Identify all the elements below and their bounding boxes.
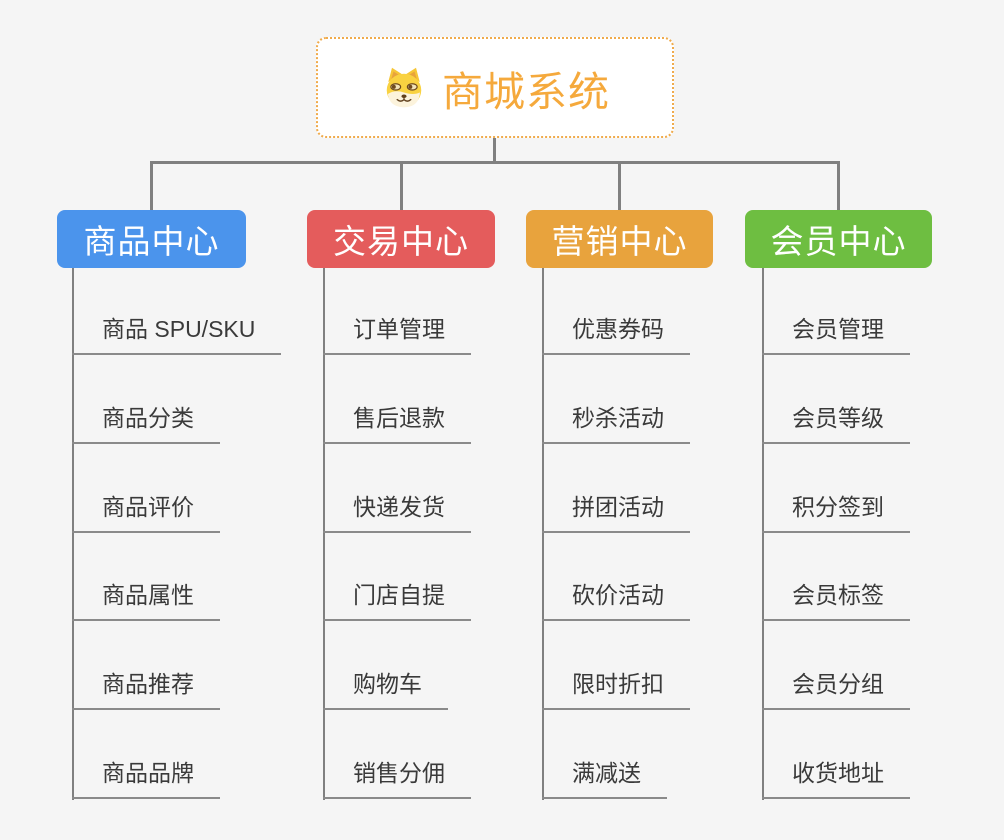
leaf-label: 会员等级: [762, 403, 910, 444]
leaf-label: 优惠券码: [542, 314, 690, 355]
dog-face-icon: [386, 67, 422, 107]
leaf-topic[interactable]: 销售分佣: [323, 758, 471, 799]
branch-node-product-center[interactable]: 商品中心: [57, 210, 246, 268]
leaf-label: 会员分组: [762, 669, 910, 710]
leaf-label: 商品品牌: [72, 758, 220, 799]
leaf-label: 商品分类: [72, 403, 220, 444]
leaf-topic[interactable]: 商品推荐: [72, 669, 220, 710]
leaf-topic[interactable]: 快递发货: [323, 492, 471, 533]
leaf-topic[interactable]: 会员标签: [762, 580, 910, 621]
leaf-label: 限时折扣: [542, 669, 690, 710]
leaf-label: 收货地址: [762, 758, 910, 799]
leaf-label: 售后退款: [323, 403, 471, 444]
leaf-label: 积分签到: [762, 492, 910, 533]
connector-branch-stub-2: [400, 161, 403, 210]
leaf-label: 商品属性: [72, 580, 220, 621]
leaf-label: 订单管理: [323, 314, 471, 355]
leaf-label: 拼团活动: [542, 492, 690, 533]
leaf-topic[interactable]: 砍价活动: [542, 580, 690, 621]
branch-node-member-center[interactable]: 会员中心: [745, 210, 932, 268]
leaf-label: 会员管理: [762, 314, 910, 355]
branch-label: 交易中心: [333, 223, 469, 260]
connector-horizontal: [150, 161, 840, 164]
connector-branch-stub-3: [618, 161, 621, 210]
leaf-topic[interactable]: 门店自提: [323, 580, 471, 621]
leaf-topic[interactable]: 商品品牌: [72, 758, 220, 799]
branch-node-trade-center[interactable]: 交易中心: [307, 210, 495, 268]
leaf-topic[interactable]: 会员分组: [762, 669, 910, 710]
root-title: 商城系统: [442, 68, 610, 115]
branch-label: 营销中心: [551, 223, 688, 260]
connector-trunk-4: [762, 268, 764, 800]
connector-trunk-3: [542, 268, 544, 800]
root-node[interactable]: 商城系统: [316, 37, 674, 138]
leaf-topic[interactable]: 购物车: [323, 669, 448, 710]
connector-branch-stub-4: [837, 161, 840, 210]
leaf-label: 购物车: [323, 669, 448, 710]
leaf-label: 快递发货: [323, 492, 471, 533]
branch-node-marketing-center[interactable]: 营销中心: [526, 210, 713, 268]
leaf-label: 商品 SPU/SKU: [72, 314, 282, 355]
connector-root-stub: [493, 137, 496, 164]
leaf-label: 砍价活动: [542, 580, 690, 621]
leaf-topic[interactable]: 商品分类: [72, 403, 220, 444]
leaf-topic[interactable]: 秒杀活动: [542, 403, 690, 444]
leaf-topic[interactable]: 会员等级: [762, 403, 910, 444]
leaf-label: 满减送: [542, 758, 667, 799]
leaf-label: 销售分佣: [323, 758, 471, 799]
leaf-topic[interactable]: 收货地址: [762, 758, 910, 799]
leaf-topic[interactable]: 会员管理: [762, 314, 910, 355]
leaf-label: 会员标签: [762, 580, 910, 621]
leaf-topic[interactable]: 商品属性: [72, 580, 220, 621]
leaf-topic[interactable]: 订单管理: [323, 314, 471, 355]
leaf-topic[interactable]: 拼团活动: [542, 492, 690, 533]
leaf-topic[interactable]: 满减送: [542, 758, 667, 799]
leaf-topic[interactable]: 积分签到: [762, 492, 910, 533]
branch-label: 会员中心: [770, 223, 907, 260]
leaf-label: 商品评价: [72, 492, 220, 533]
leaf-topic[interactable]: 售后退款: [323, 403, 471, 444]
leaf-label: 门店自提: [323, 580, 471, 621]
leaf-label: 商品推荐: [72, 669, 220, 710]
leaf-topic[interactable]: 限时折扣: [542, 669, 690, 710]
leaf-label: 秒杀活动: [542, 403, 690, 444]
leaf-topic[interactable]: 优惠券码: [542, 314, 690, 355]
leaf-topic[interactable]: 商品评价: [72, 492, 220, 533]
connector-branch-stub-1: [150, 161, 153, 210]
connector-trunk-2: [323, 268, 325, 800]
leaf-topic[interactable]: 商品 SPU/SKU: [72, 314, 282, 355]
connector-trunk-1: [72, 268, 74, 800]
branch-label: 商品中心: [83, 223, 220, 260]
